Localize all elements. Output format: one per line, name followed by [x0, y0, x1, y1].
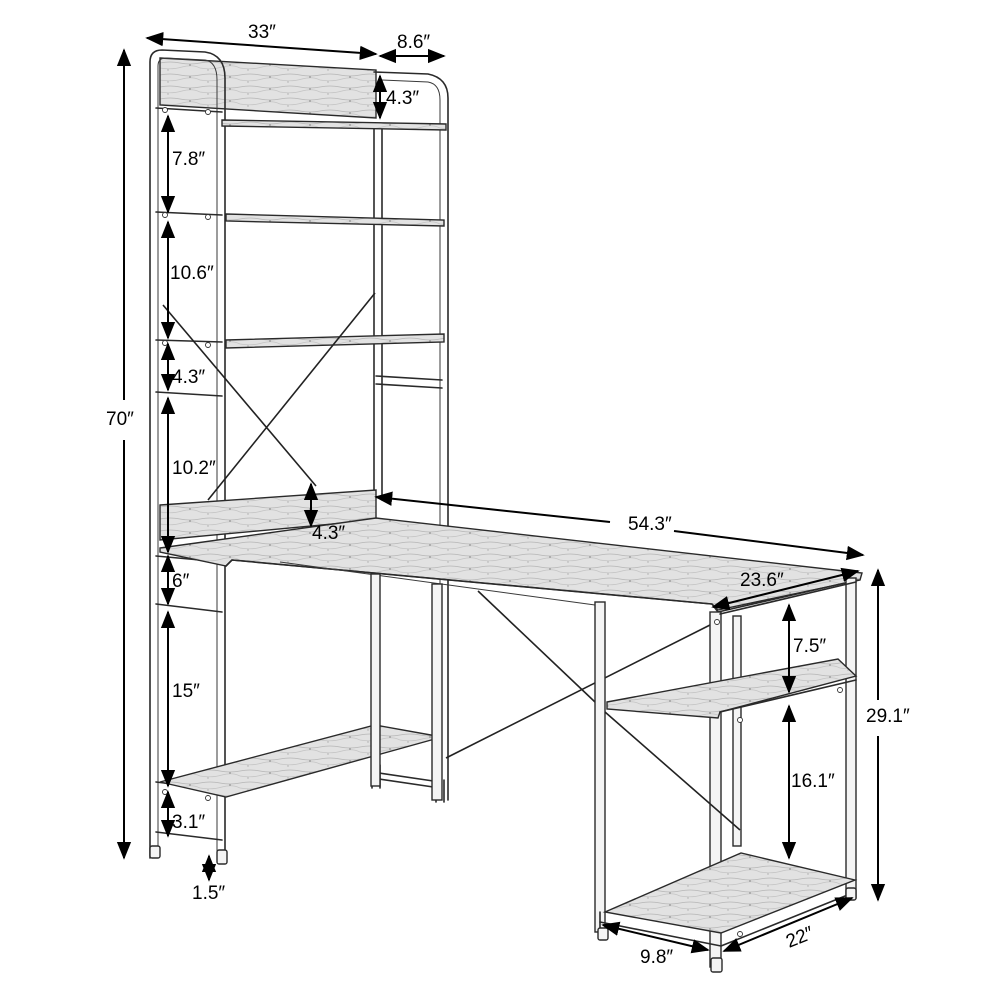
label-tower-width: 33″: [248, 22, 276, 43]
side-leg-front-left: [594, 601, 606, 933]
desk-cross-brace: [477, 590, 596, 703]
right-side-frame: [373, 71, 449, 801]
label-tier-2-gap: 10.6″: [170, 263, 214, 284]
label-tier-1-gap: 7.8″: [172, 149, 205, 170]
top-backboard: [159, 57, 377, 119]
side-lower-shelf: [602, 852, 858, 934]
label-foot-clearance: 1.5″: [192, 883, 225, 904]
label-desk-length: 54.3″: [628, 514, 672, 535]
dimension-labels: 70″ 33″ 8.6″ 4.3″ 7.8″ 10.6″ 4.3″ 10.2″ …: [106, 22, 910, 968]
label-desk-backboard-height: 4.3″: [312, 523, 345, 544]
desk-leg-middle-front: [370, 573, 381, 787]
label-side-shelf-width: 22″: [783, 923, 817, 953]
dimension-lines: [116, 31, 886, 954]
label-bottom-rail-gap: 3.1″: [172, 812, 205, 833]
shelf-tier-3: [225, 333, 445, 349]
label-tier-3-gap: 4.3″: [172, 367, 205, 388]
label-tier-4-gap: 10.2″: [172, 458, 216, 479]
shelf-tier-2: [225, 213, 445, 227]
tower-cross-brace: [162, 304, 317, 487]
side-leg-back-right: [845, 577, 857, 899]
left-side-frame: [149, 49, 226, 863]
label-side-lower-gap: 16.1″: [791, 771, 835, 792]
label-top-backboard-height: 4.3″: [386, 88, 419, 109]
label-total-height: 70″: [106, 409, 134, 430]
label-desk-height: 29.1″: [866, 706, 910, 727]
shelf-tier-1: [221, 119, 447, 131]
label-side-shelf-depth: 9.8″: [640, 947, 673, 968]
label-top-shelf-depth: 8.6″: [397, 32, 430, 53]
label-desk-depth: 23.6″: [740, 570, 784, 591]
side-leg-back-left: [732, 615, 742, 847]
desk-leg-middle-back: [431, 583, 443, 801]
tower-lower-shelf: [159, 724, 443, 798]
label-under-desk-gap: 6″: [172, 571, 190, 592]
label-lower-shelf-gap: 15″: [172, 681, 200, 702]
bookshelf-tower: [149, 49, 449, 865]
label-side-upper-gap: 7.5″: [793, 636, 826, 657]
